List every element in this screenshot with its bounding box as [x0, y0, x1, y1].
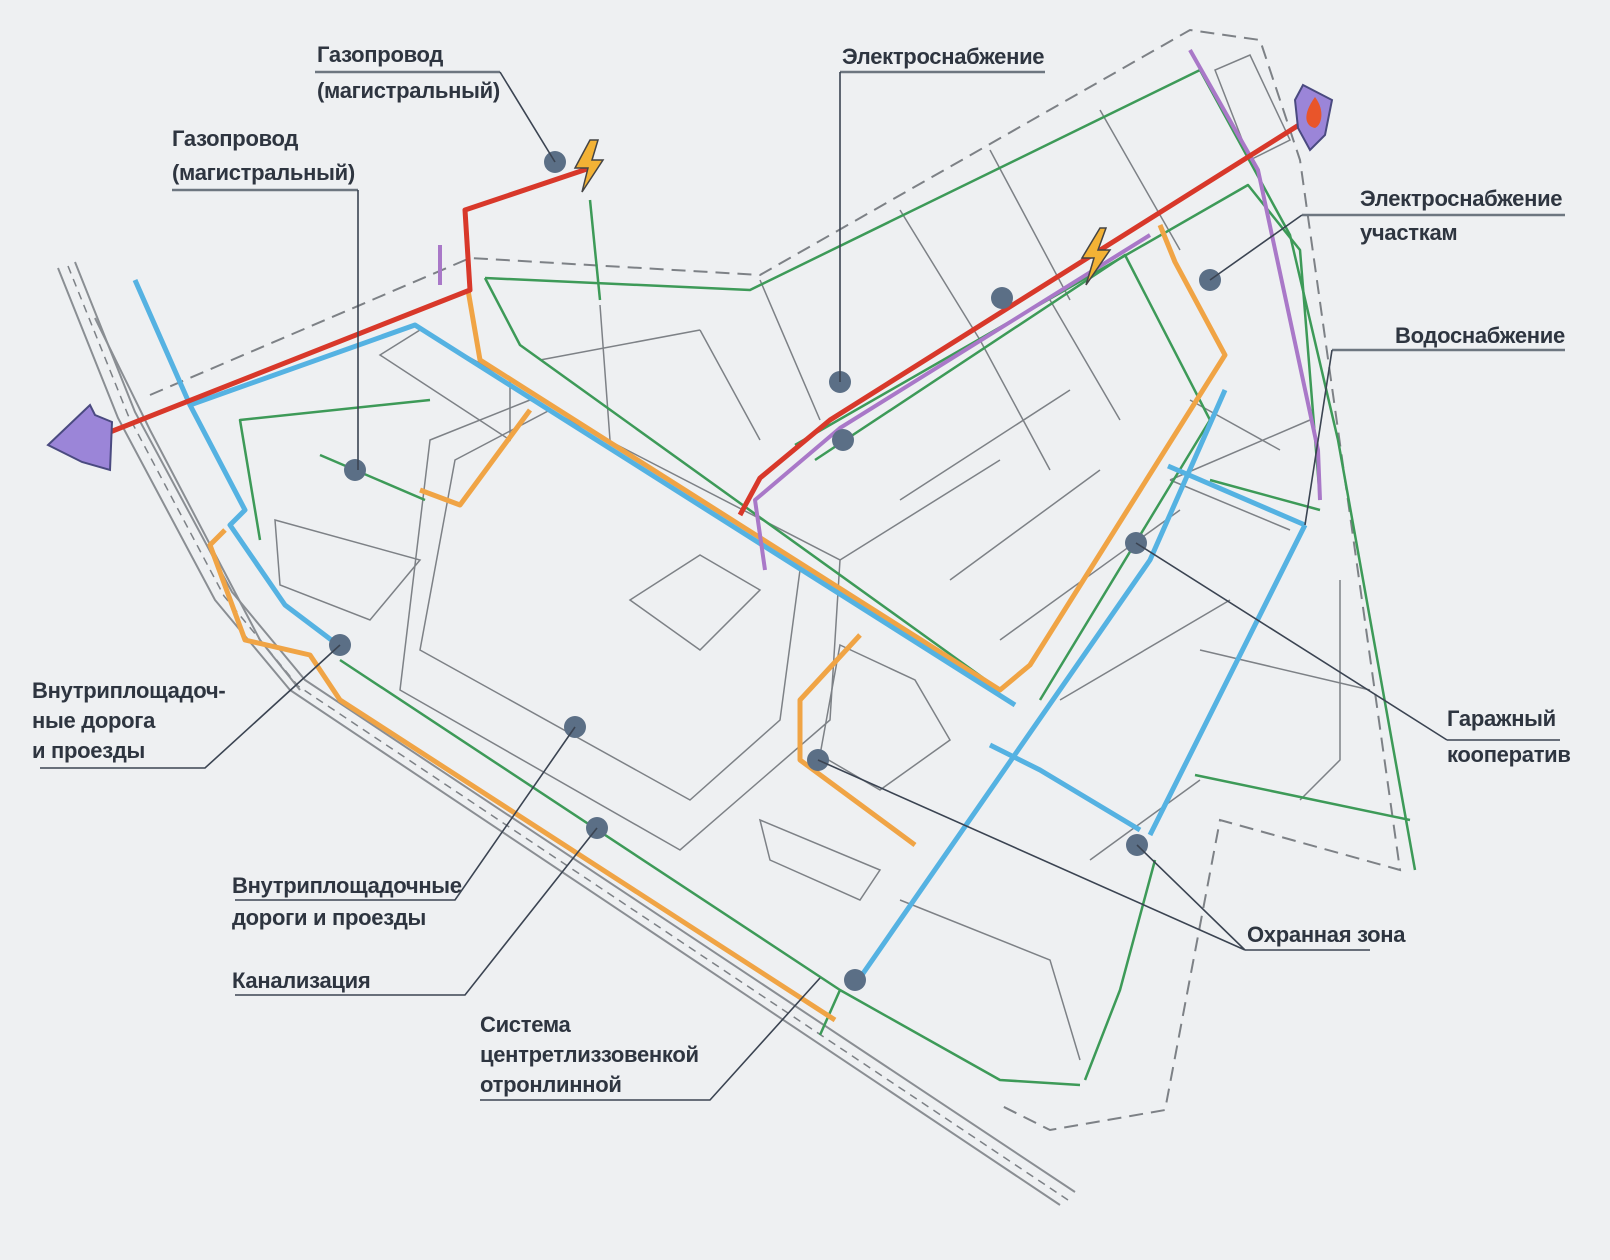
site-boundary — [149, 28, 1402, 1132]
label-power: Электроснабжение — [842, 44, 1044, 69]
sewer-lines — [207, 224, 1228, 1023]
power-lines — [238, 68, 1417, 1087]
label-sewer: Канализация — [232, 968, 370, 993]
main-road — [57, 261, 1076, 1206]
label-protection-zone: Охранная зона — [1247, 922, 1406, 947]
lightning-icon — [573, 139, 605, 193]
label-gas-main-top: Газопровод(магистральный) — [317, 42, 500, 103]
gas-lines — [109, 115, 1312, 517]
label-gas-main-left: Газопровод(магистральный) — [172, 126, 355, 185]
water-lines — [132, 278, 1308, 987]
plot-power-lines — [438, 49, 1322, 571]
parcels — [274, 54, 1371, 1061]
lightning-icon — [1080, 227, 1112, 286]
gas-source-pentagon-icon — [46, 403, 114, 472]
markers — [329, 151, 1221, 991]
fire-shield-icon — [1293, 83, 1334, 152]
label-water: Водоснабжение — [1395, 323, 1565, 348]
leader-lines — [40, 70, 1565, 1101]
